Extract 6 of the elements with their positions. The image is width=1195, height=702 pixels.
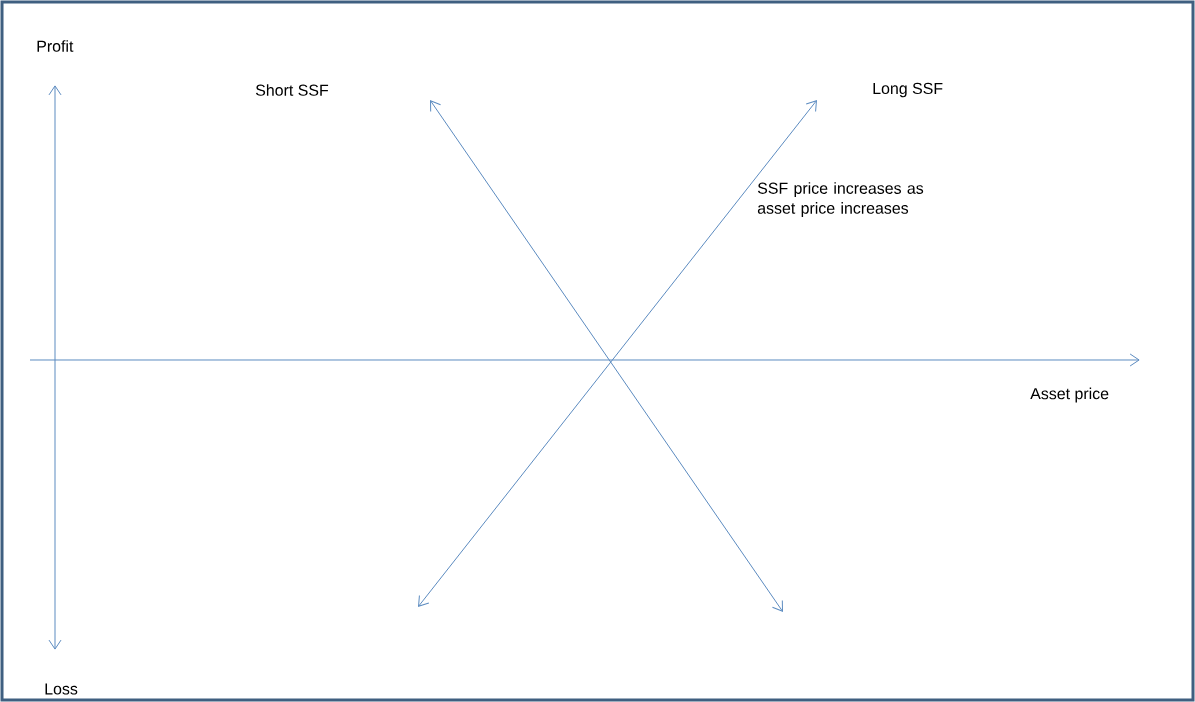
axis-label: Asset price (1030, 387, 1109, 403)
annotation-text: SSF price increases as asset price increases (757, 182, 924, 217)
axis-label: Loss (45, 683, 78, 695)
line-label: Short SSF (255, 84, 329, 96)
axis-label: Profit (37, 40, 74, 52)
line-label: Long SSF (873, 82, 943, 98)
